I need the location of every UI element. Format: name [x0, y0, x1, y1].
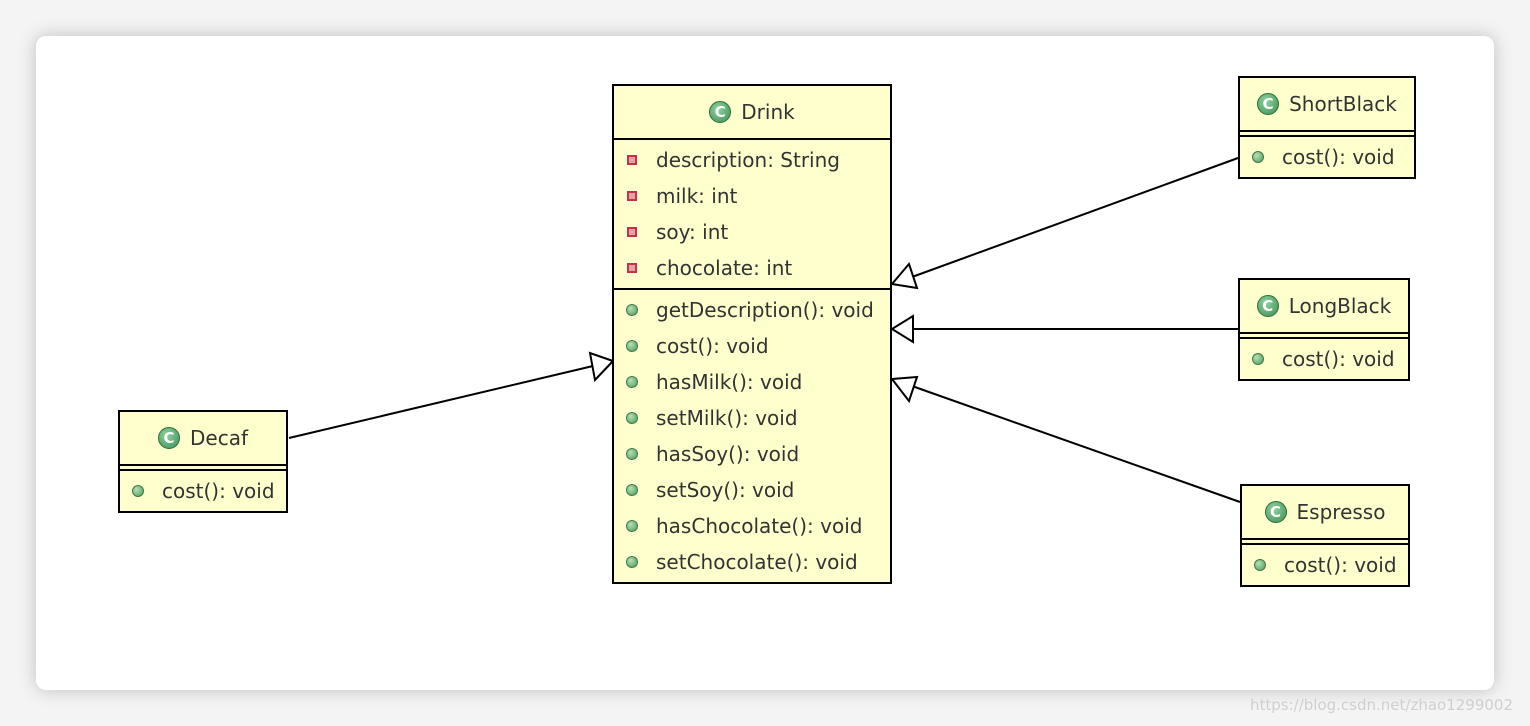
method-row: setMilk(): void [614, 400, 890, 436]
field-row: description: String [614, 142, 890, 178]
watermark: https://blog.csdn.net/zhao1299002 [1250, 696, 1514, 714]
field-label: milk: int [656, 184, 738, 208]
private-field-icon [627, 191, 637, 201]
class-name: Espresso [1296, 500, 1386, 524]
class-drink[interactable]: C Drink description: String milk: int so… [612, 84, 892, 584]
method-label: cost(): void [1282, 145, 1395, 169]
method-label: hasChocolate(): void [656, 514, 863, 538]
class-c-icon: C [1264, 501, 1287, 523]
field-label: chocolate: int [656, 256, 793, 280]
public-method-icon [626, 448, 638, 460]
method-row: setChocolate(): void [614, 544, 890, 580]
class-c-icon: C [1256, 295, 1279, 317]
method-row: getDescription(): void [614, 292, 890, 328]
class-shortblack[interactable]: C ShortBlack cost(): void [1238, 76, 1416, 179]
field-list: description: String milk: int soy: int c… [614, 140, 890, 288]
method-label: getDescription(): void [656, 298, 874, 322]
method-label: cost(): void [162, 479, 275, 503]
class-name: Decaf [190, 426, 248, 450]
field-row: milk: int [614, 178, 890, 214]
method-row: hasSoy(): void [614, 436, 890, 472]
method-row: cost(): void [614, 328, 890, 364]
method-label: hasMilk(): void [656, 370, 803, 394]
method-label: hasSoy(): void [656, 442, 800, 466]
method-label: cost(): void [656, 334, 769, 358]
class-c-icon: C [709, 101, 732, 123]
method-label: setChocolate(): void [656, 550, 858, 574]
method-row: setSoy(): void [614, 472, 890, 508]
public-method-icon [626, 520, 638, 532]
public-method-icon [626, 556, 638, 568]
method-list: cost(): void [1240, 339, 1408, 379]
class-decaf[interactable]: C Decaf cost(): void [118, 410, 288, 513]
method-row: hasMilk(): void [614, 364, 890, 400]
public-method-icon [132, 485, 144, 497]
method-label: setSoy(): void [656, 478, 795, 502]
method-label: cost(): void [1284, 553, 1397, 577]
field-label: description: String [656, 148, 840, 172]
field-label: soy: int [656, 220, 729, 244]
class-c-icon: C [1257, 93, 1280, 115]
field-row: chocolate: int [614, 250, 890, 286]
class-c-icon: C [158, 427, 180, 449]
class-header: C Drink [614, 86, 890, 138]
method-list: cost(): void [1240, 137, 1414, 177]
class-longblack[interactable]: C LongBlack cost(): void [1238, 278, 1410, 381]
field-row: soy: int [614, 214, 890, 250]
private-field-icon [627, 263, 637, 273]
private-field-icon [627, 155, 637, 165]
class-name: LongBlack [1288, 294, 1392, 318]
class-header: C LongBlack [1240, 280, 1408, 332]
method-list: cost(): void [120, 471, 286, 511]
class-name: Drink [741, 100, 795, 124]
public-method-icon [626, 376, 638, 388]
method-label: cost(): void [1282, 347, 1395, 371]
public-method-icon [1252, 151, 1264, 163]
method-list: getDescription(): void cost(): void hasM… [614, 290, 890, 582]
class-header: C Decaf [120, 412, 286, 464]
class-name: ShortBlack [1289, 92, 1397, 116]
public-method-icon [1252, 353, 1264, 365]
class-espresso[interactable]: C Espresso cost(): void [1240, 484, 1410, 587]
method-label: setMilk(): void [656, 406, 798, 430]
method-row: cost(): void [120, 473, 286, 509]
method-row: cost(): void [1240, 341, 1408, 377]
public-method-icon [626, 340, 638, 352]
public-method-icon [626, 304, 638, 316]
method-row: hasChocolate(): void [614, 508, 890, 544]
public-method-icon [1254, 559, 1266, 571]
method-row: cost(): void [1240, 139, 1414, 175]
method-row: cost(): void [1242, 547, 1408, 583]
class-header: C Espresso [1242, 486, 1408, 538]
private-field-icon [627, 227, 637, 237]
public-method-icon [626, 412, 638, 424]
class-header: C ShortBlack [1240, 78, 1414, 130]
public-method-icon [626, 484, 638, 496]
method-list: cost(): void [1242, 545, 1408, 585]
